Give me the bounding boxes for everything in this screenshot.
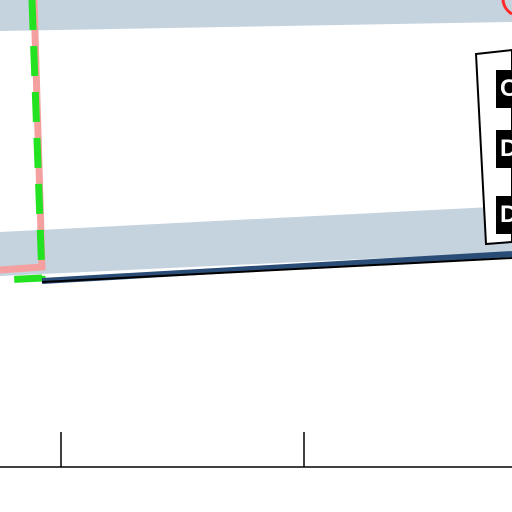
legend-chip-2: D (496, 130, 512, 168)
pink-outline-shape (0, 0, 46, 274)
bottom-shaded-band (0, 206, 512, 276)
legend-chip-3: D (496, 196, 512, 234)
legend-chip-1: C (496, 70, 512, 108)
top-shaded-band (0, 0, 512, 31)
main-baseline-blue (41, 251, 512, 284)
main-baseline-outline (41, 257, 512, 283)
